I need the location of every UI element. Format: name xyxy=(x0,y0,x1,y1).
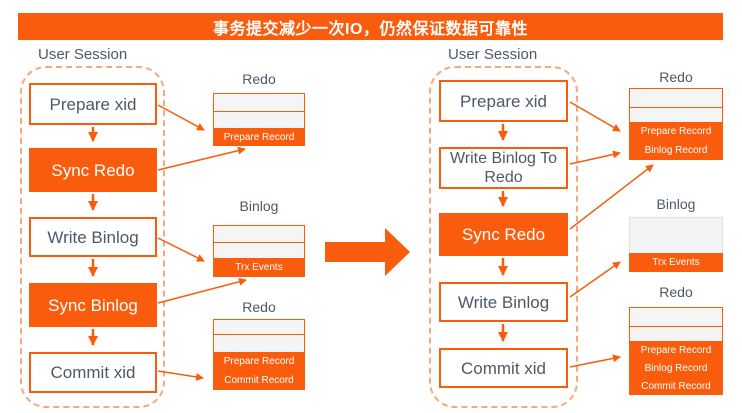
empty-log-row xyxy=(213,334,305,352)
log-record: Prepare Record xyxy=(213,128,305,146)
left-session-container xyxy=(20,66,165,408)
log-record: Trx Events xyxy=(629,253,723,272)
right-binlog-title: Binlog xyxy=(656,196,696,212)
right-redo1-title: Redo xyxy=(659,69,693,85)
left-step-commit-xid: Commit xid xyxy=(29,352,157,393)
right-session-label: User Session xyxy=(448,46,538,63)
log-record: Prepare Record xyxy=(629,122,723,141)
empty-log-row xyxy=(629,326,723,341)
title-banner: 事务提交减少一次IO，仍然保证数据可靠性 xyxy=(18,13,723,40)
transition-arrow-icon xyxy=(325,228,410,276)
right-step-commit-xid: Commit xid xyxy=(439,348,568,388)
empty-log-row xyxy=(213,93,305,111)
log-record: Commit Record xyxy=(213,371,305,390)
right-step-write-binlog: Write Binlog xyxy=(439,282,568,322)
empty-log-row xyxy=(629,107,723,122)
log-record: Binlog Record xyxy=(629,141,723,160)
empty-log-row xyxy=(213,225,305,242)
empty-log-row xyxy=(213,242,305,258)
left-session-label: User Session xyxy=(38,46,128,63)
log-record: Prepare Record xyxy=(213,352,305,371)
left-step-write-binlog: Write Binlog xyxy=(29,217,157,257)
right-binlog-box: Trx Events xyxy=(629,217,723,272)
empty-log-row xyxy=(629,307,723,326)
right-redo2-title: Redo xyxy=(659,284,693,300)
log-record: Binlog Record xyxy=(629,359,723,377)
left-binlog-title: Binlog xyxy=(239,198,279,214)
right-redo1-box: Prepare Record Binlog Record xyxy=(629,88,723,160)
empty-log-row xyxy=(629,88,723,107)
empty-log-row xyxy=(213,319,305,334)
right-step-sync-redo: Sync Redo xyxy=(439,213,568,256)
log-record: Trx Events xyxy=(213,258,305,277)
left-redo1-title: Redo xyxy=(242,71,276,87)
log-record: Prepare Record xyxy=(629,341,723,359)
left-redo1-box: Prepare Record xyxy=(213,93,305,146)
left-redo2-box: Prepare Record Commit Record xyxy=(213,319,305,390)
right-session-container xyxy=(429,66,578,408)
empty-log-row xyxy=(213,111,305,128)
right-redo2-box: Prepare Record Binlog Record Commit Reco… xyxy=(629,307,723,395)
right-step-write-binlog-to-redo: Write Binlog To Redo xyxy=(439,147,568,189)
right-step-prepare-xid: Prepare xid xyxy=(439,80,568,122)
left-step-sync-redo: Sync Redo xyxy=(29,148,157,192)
left-step-sync-binlog: Sync Binlog xyxy=(29,283,157,327)
left-redo2-title: Redo xyxy=(242,299,276,315)
log-record: Commit Record xyxy=(629,377,723,395)
empty-log-block xyxy=(629,217,723,253)
left-step-prepare-xid: Prepare xid xyxy=(29,83,157,125)
left-binlog-box: Trx Events xyxy=(213,225,305,277)
